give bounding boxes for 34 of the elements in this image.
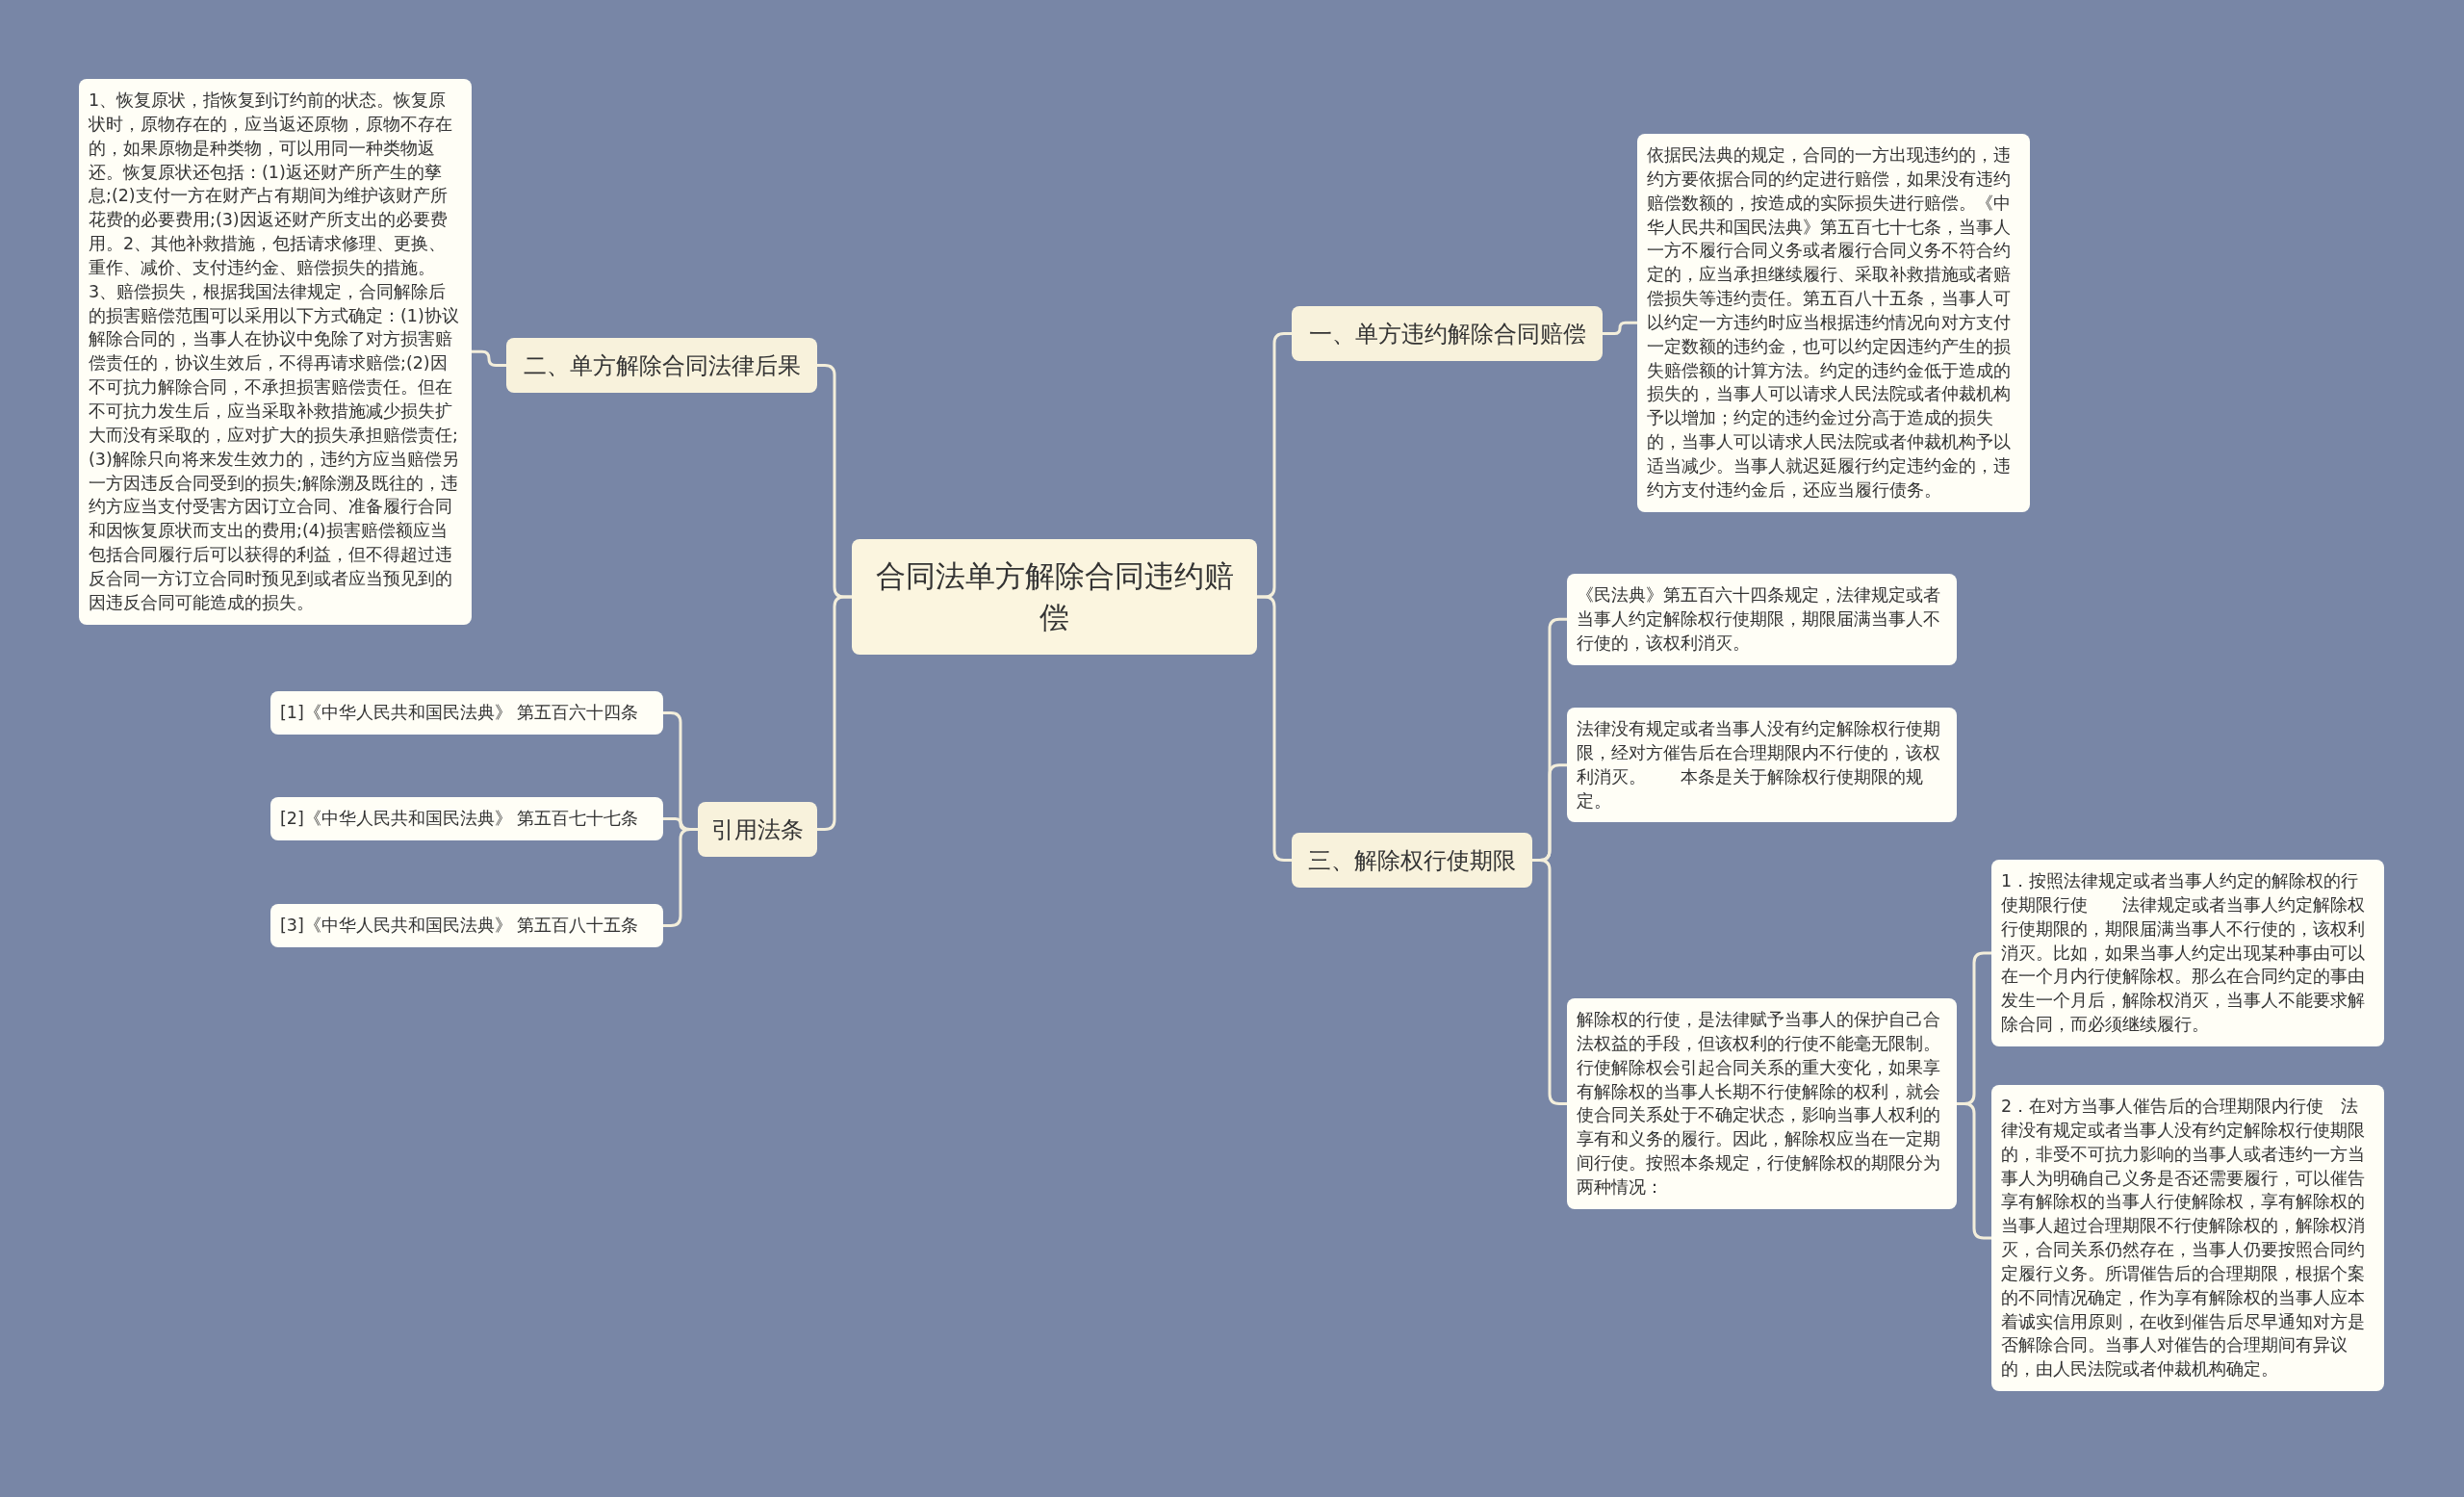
topic-text: 一、单方违约解除合同赔偿 [1308,319,1586,349]
note-text: [3]《中华人民共和国民法典》 第五百八十五条 [280,915,640,937]
note-card [1567,574,1957,665]
branch-topic [1292,833,1532,888]
note-card [1567,998,1957,1209]
note-text: 法律没有规定或者当事人没有约定解除权行使期限，经对方催告后在合理期限内不行使的，该权利消灭。 本条是关于解除权行使期限的规定。 [1577,718,1941,813]
branch-topic [1292,306,1603,361]
note-text: [1]《中华人民共和国民法典》 第五百六十四条 [280,702,640,724]
note-card [270,691,663,735]
topic-text: 引用法条 [711,814,804,845]
note-text: 《民法典》第五百六十四条规定，法律规定或者当事人约定解除权行使期限，期限届满当事人不行使的，该权利消灭。 [1577,584,1941,655]
connector-line [1957,1101,1991,1240]
central-topic [852,539,1257,655]
note-text: 依据民法典的规定，合同的一方出现违约的，违约方要依据合同的约定进行赔偿，如果没有违约赔偿数额的，按造成的实际损失进行赔偿。《中华人民共和国民法典》第五百七十七条，当事人一方不履行合同义务或者履行合同义务不符合约定的，应当承担继续履行、采取补救措施或者赔偿损失等违约责任。第五百八十五条，当事人可以约定一方违约时应当根据违约情况向对方支付一定数额的违约金，也可以约定因违约产生的损失赔偿额的计算方法。约定的违约金低于造成的损失的，当事人可以请求人民法院或者仲裁机构予以增加；约定的违约金过分高于造成的损失的，当事人可以请求人民法院或者仲裁机构予以适当减少。当事人就迟延履行约定违约金的，违约方支付违约金后，还应当履行债务。 [1647,144,2012,502]
branch-topic [698,802,817,857]
topic-text: 三、解除权行使期限 [1308,845,1516,876]
note-card [270,904,663,947]
connector-line [1532,859,1567,1105]
connector-line [1603,321,1637,335]
topic-text: 合同法单方解除合同违约赔偿 [875,556,1234,636]
connector-line [663,828,698,927]
note-text: 解除权的行使，是法律赋予当事人的保护自己合法权益的手段，但该权利的行使不能毫无限制。行使解除权会引起合同关系的重大变化，如果享有解除权的当事人长期不行使解除的权利，就会使合同关系处于不确定状态，影响当事人权利的享有和义务的履行。因此，解除权应当在一定期间行使。按照本条规定，行使解除权的期限分为两种情况： [1577,1009,1941,1199]
note-card [1567,708,1957,823]
note-text: 2．在对方当事人催告后的合理期限内行使 法律没有规定或者当事人没有约定解除权行使期限的，非受不可抗力影响的当事人或者违约一方当事人为明确自己义务是否还需要履行，可以催告享有解除权的当事人行使解除权，享有解除权的当事人超过合理期限不行使解除权的，解除权消灭，合同关系仍然存在，当事人仍要按照合同约定履行义务。所谓催告后的合理期限，根据个案的不同情况确定，作为享有解除权的当事人应本着诚实信用原则，在收到催告后尽早通知对方是否解除合同。当事人对催告的合理期间有异议的，由人民法院或者仲裁机构确定。 [2001,1096,2366,1381]
note-card [1991,860,2384,1046]
connector-line [1257,595,1292,862]
connector-line [472,349,506,367]
note-text: [2]《中华人民共和国民法典》 第五百七十七条 [280,808,640,830]
note-text: 1．按照法律规定或者当事人约定的解除权的行使期限行使 法律规定或者当事人约定解除权行使期限的，期限届满当事人不行使的，该权利消灭。比如，如果当事人约定出现某种事由可以在一个月内行使解除权。那么在合同约定的事由发生一个月后，解除权消灭，当事人不能要求解除合同，而必须继续履行。 [2001,870,2366,1037]
note-text: 1、恢复原状，指恢复到订约前的状态。恢复原状时，原物存在的，应当返还原物，原物不存在的，如果原物是种类物，可以用同一种类物返还。恢复原状还包括：(1)返还财产所产生的孳息;(2)支付一方在财产占有期间为维护该财产所花费的必要费用;(3)因返还财产所支出的必要费用。2、其他补救措施，包括请求修理、更换、重作、减价、支付违约金、赔偿损失的措施。3、赔偿损失，根据我国法律规定，合同解除后的损害赔偿范围可以采用以下方式确定：(1)协议解除合同的，当事人在协议中免除了对方损害赔偿责任的，协议生效后，不得再请求赔偿;(2)因不可抗力解除合同，不承担损害赔偿责任。但在不可抗力发生后，应当采取补救措施减少损失扩大而没有采取的，应对扩大的损失承担赔偿责任;(3)解除只向将来发生效力的，违约方应当赔偿另一方因违反合同受到的损失;解除溯及既往的，违约方应当支付受害方因订立合同、准备履行合同和因恢复原状而支出的费用;(4)损害赔偿额应当包括合同履行后可以获得的利益，但不得超过违反合同一方订立合同时预见到或者应当预见到的因违反合同可能造成的损失。 [89,90,460,614]
topic-text: 二、单方解除合同法律后果 [523,350,801,381]
connector-line [817,595,852,831]
note-card [270,797,663,840]
branch-topic [506,338,817,393]
